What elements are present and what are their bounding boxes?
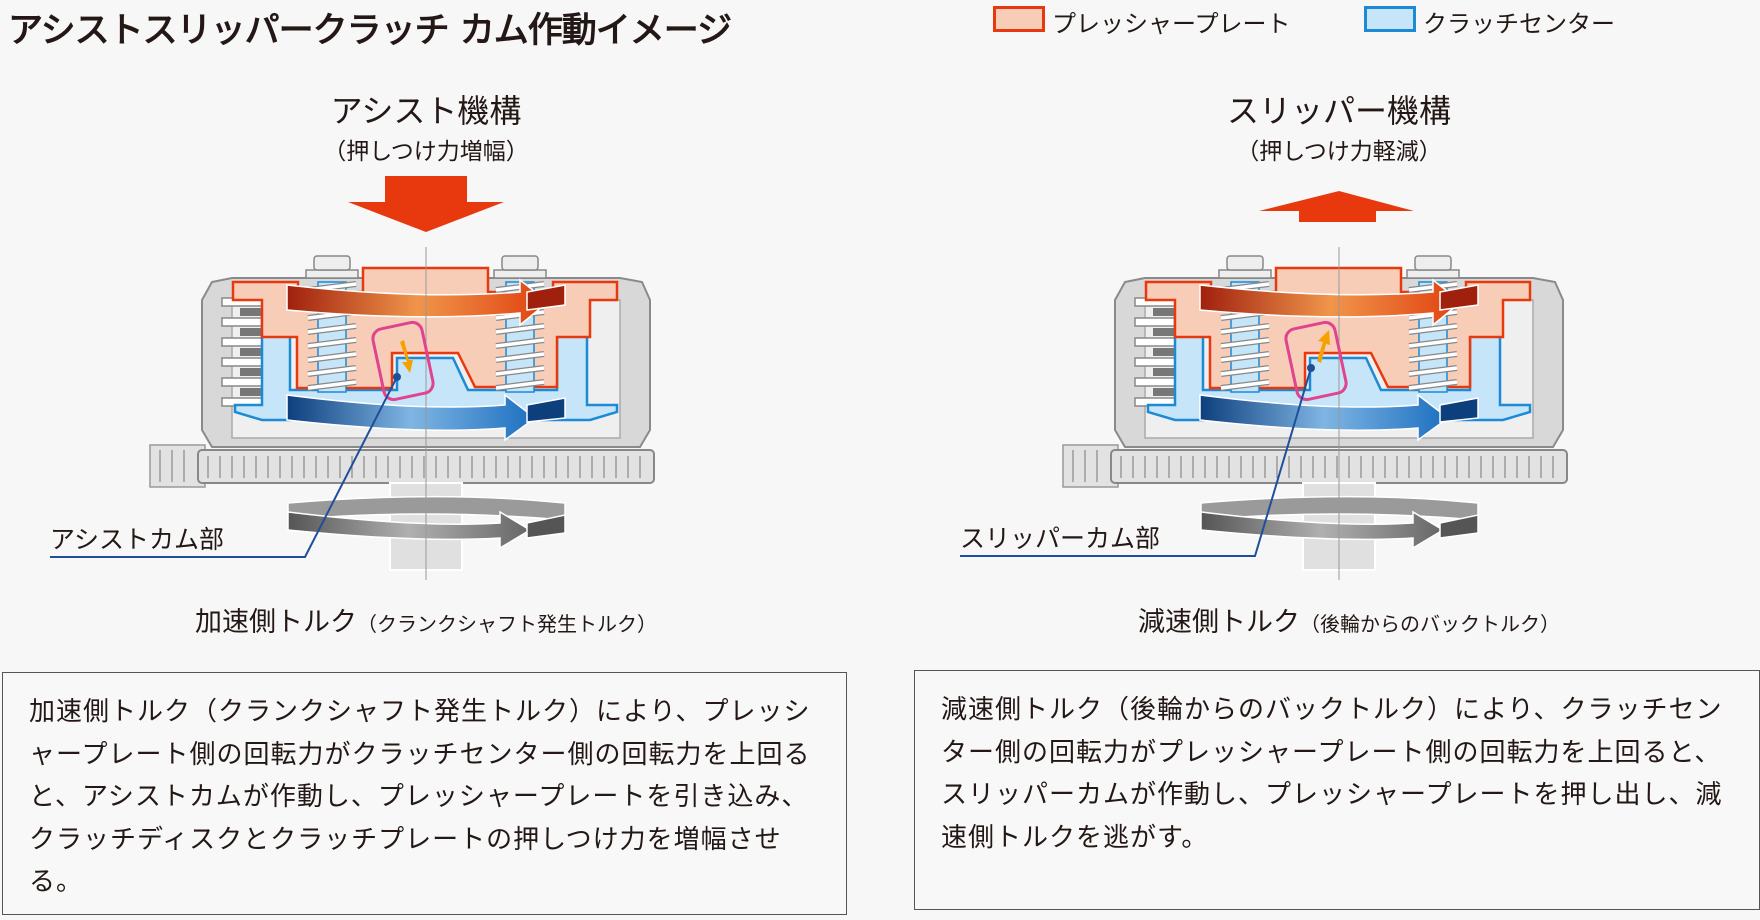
assist-mechanism-title: アシスト機構 — [330, 92, 522, 130]
acceleration-torque-caption: 加速側トルク（クランクシャフト発生トルク） — [76, 600, 776, 639]
torque-main: 減速側トルク — [1138, 607, 1300, 638]
slipper-diagram — [960, 191, 1760, 580]
legend-swatch-clutch-center — [1364, 6, 1416, 32]
assist-description-box: 加速側トルク（クランクシャフト発生トルク）により、プレッシャープレート側の回転力… — [2, 672, 847, 915]
slipper-mechanism-title: スリッパー機構 — [1226, 92, 1451, 130]
legend-label-clutch-center: クラッチセンター — [1423, 10, 1615, 38]
slipper-description-box: 減速側トルク（後輪からのバックトルク）により、クラッチセンター側の回転力がプレッ… — [914, 670, 1760, 910]
assist-cam-leader-line — [50, 376, 398, 558]
slipper-mechanism-subtitle: （押しつけ力軽減） — [1236, 139, 1442, 165]
page-title: アシストスリッパークラッチ カム作動イメージ — [8, 11, 732, 51]
legend-swatch-pressure-plate — [993, 6, 1045, 32]
torque-main: 加速側トルク — [195, 607, 357, 638]
assist-mechanism-subtitle: （押しつけ力増幅） — [323, 139, 529, 165]
cam-arrow-up-icon — [1317, 330, 1330, 363]
slipper-cam-leader-line — [960, 367, 1312, 557]
slipper-cam-label: スリッパーカム部 — [960, 524, 1161, 553]
press-force-arrow-icon — [348, 176, 504, 232]
assist-description: 加速側トルク（クランクシャフト発生トルク）により、プレッシャープレート側の回転力… — [29, 697, 811, 897]
legend-label-pressure-plate: プレッシャープレート — [1052, 10, 1291, 38]
deceleration-torque-caption: 減速側トルク（後輪からのバックトルク） — [999, 600, 1699, 639]
torque-note: （クランクシャフト発生トルク） — [357, 612, 657, 636]
assist-diagram — [50, 176, 1260, 580]
slipper-description: 減速側トルク（後輪からのバックトルク）により、クラッチセンター側の回転力がプレッ… — [941, 695, 1723, 853]
cam-arrow-down-icon — [400, 340, 413, 373]
torque-note: （後輪からのバックトルク） — [1300, 612, 1560, 636]
lift-force-arrow-icon — [1259, 191, 1414, 222]
assist-cam-label: アシストカム部 — [50, 525, 225, 554]
